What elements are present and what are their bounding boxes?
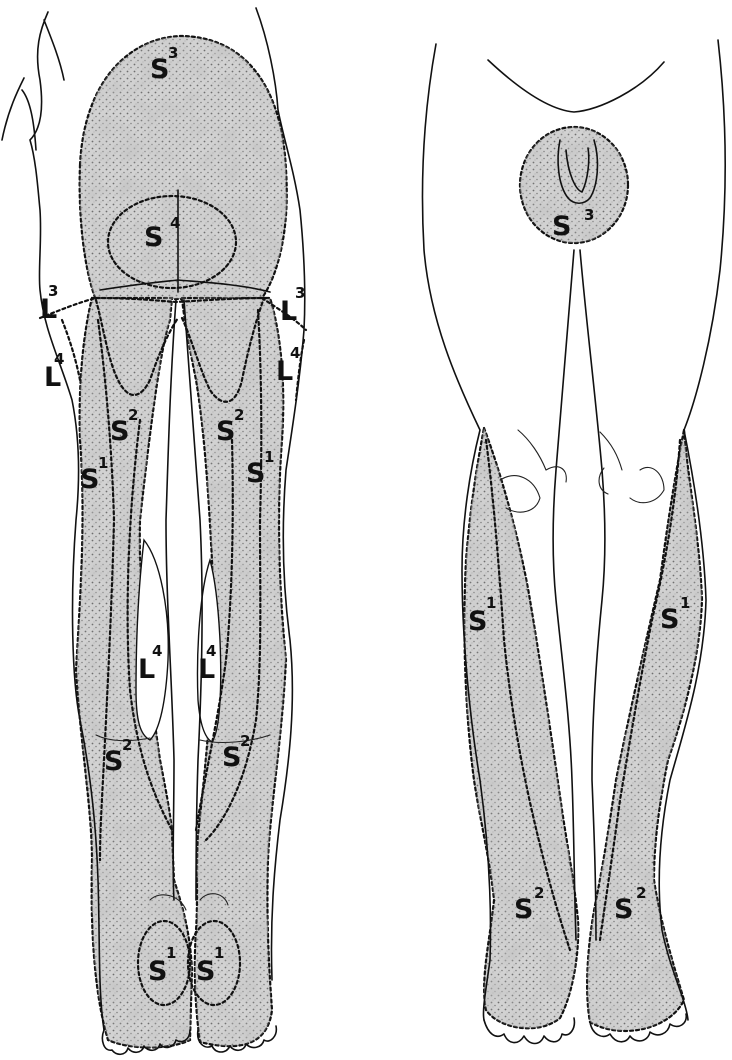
label-s2-left-foot-sup: 2 (534, 884, 544, 902)
label-s1-left-thigh-sup: 1 (98, 454, 108, 472)
label-s1-left-sole: S (148, 956, 167, 987)
label-s1-left-thigh: S (80, 464, 99, 495)
posterior-shaded-regions (76, 36, 287, 1048)
label-l4-right-hip-sup: 4 (290, 344, 300, 362)
label-s2-right-foot-sup: 2 (636, 884, 646, 902)
label-s2-right-calf-sup: 2 (240, 732, 250, 750)
label-l4-left-hip-sup: 4 (54, 350, 64, 368)
label-s1-right-thigh: S (246, 458, 265, 489)
label-s3-genital-sup: 3 (584, 206, 594, 224)
label-s1-right-leg-sup: 1 (680, 594, 690, 612)
label-s2-right-thigh-sup: 2 (234, 406, 244, 424)
label-s2-right-thigh: S (216, 416, 235, 447)
label-s4-perianal: S (144, 222, 163, 253)
region-l4-left-calf (136, 540, 168, 740)
boundary-l4-left-hip (62, 320, 80, 380)
label-s1-left-leg: S (468, 606, 487, 637)
label-s1-right-leg: S (660, 604, 679, 635)
label-s1-right-sole: S (196, 956, 215, 987)
label-s4-perianal-sup: 4 (170, 214, 180, 232)
label-s2-left-foot: S (514, 894, 533, 925)
label-l3-right-sup: 3 (295, 284, 305, 302)
anterior-groin-line (488, 60, 664, 112)
label-s2-left-thigh-sup: 2 (128, 406, 138, 424)
label-l3-left-sup: 3 (48, 282, 58, 300)
label-s2-left-thigh: S (110, 416, 129, 447)
right-knee-sketch (599, 432, 664, 503)
label-s2-left-calf-sup: 2 (122, 736, 132, 754)
anterior-inner-right-leg (580, 250, 605, 940)
label-s2-right-foot: S (614, 894, 633, 925)
label-l4-left-calf-sup: 4 (152, 642, 162, 660)
label-s1-left-leg-sup: 1 (486, 594, 496, 612)
label-s2-right-calf: S (222, 742, 241, 773)
label-s3-genital: S (552, 211, 571, 242)
label-s3-buttock-sup: 3 (168, 44, 178, 62)
label-l4-right-calf-sup: 4 (206, 642, 216, 660)
label-s3-buttock: S (150, 54, 169, 85)
label-s1-left-sole-sup: 1 (166, 944, 176, 962)
posterior-view: S 3 S 4 L 3 L 4 L 3 L 4 S 2 S 2 S 1 S 1 … (2, 8, 306, 1054)
label-s2-left-calf: S (104, 746, 123, 777)
label-s1-right-thigh-sup: 1 (264, 448, 274, 466)
anterior-view: S 3 S 1 S 1 S 2 S 2 (423, 40, 726, 1044)
posterior-mottle (76, 36, 287, 1048)
label-s1-right-sole-sup: 1 (214, 944, 224, 962)
